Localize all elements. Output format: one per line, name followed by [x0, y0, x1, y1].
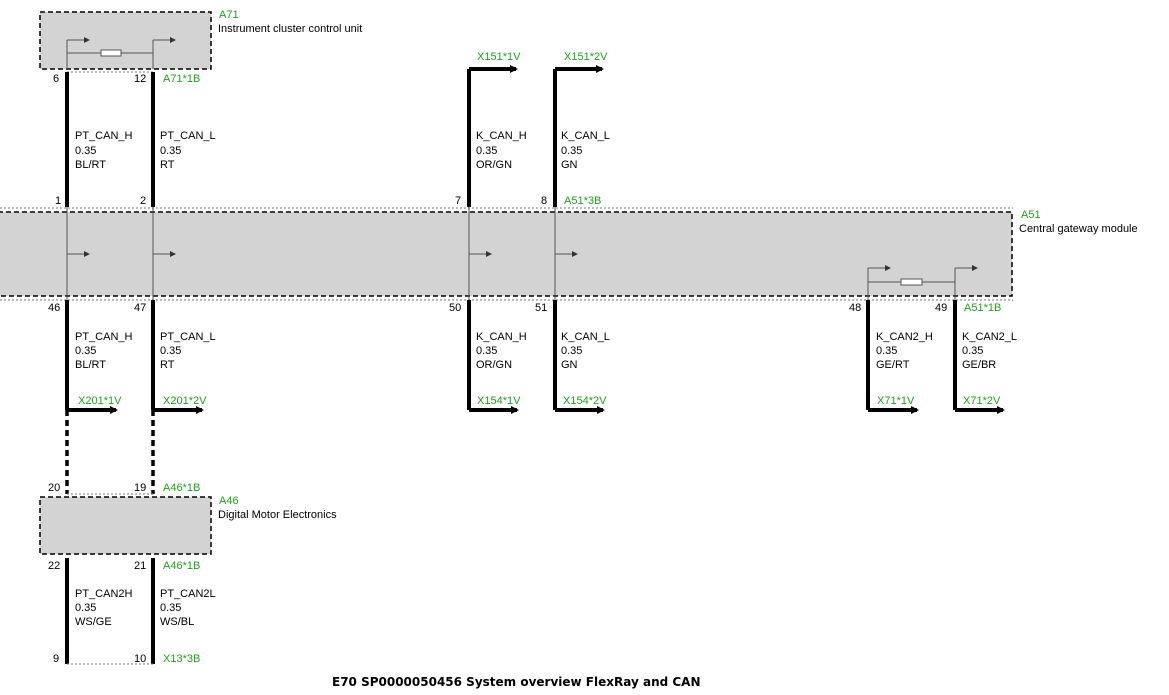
pin-label: 21 — [134, 560, 146, 572]
pin-label: 10 — [134, 653, 146, 665]
wire-color-label: OR/GN — [476, 359, 512, 371]
a51-id-label: A51 — [1021, 209, 1041, 221]
pin-label: 1 — [55, 195, 61, 207]
a71-box[interactable] — [39, 11, 212, 70]
pin-label: 9 — [53, 653, 59, 665]
pin-label: 50 — [449, 302, 461, 314]
a71-name-label: Instrument cluster control unit — [218, 23, 362, 35]
reference-label[interactable]: X151*2V — [564, 51, 608, 63]
wire-signal-label: K_CAN_L — [561, 331, 610, 343]
pin-label: 49 — [935, 302, 947, 314]
a51-box[interactable] — [0, 211, 1013, 297]
pin-label: 48 — [849, 302, 861, 314]
reference-label[interactable]: X154*2V — [563, 395, 607, 407]
wire-size-label: 0.35 — [476, 345, 497, 357]
wire-signal-label: K_CAN_H — [476, 130, 527, 142]
a51-name-label: Central gateway module — [1019, 223, 1138, 235]
wire-color-label: GN — [561, 359, 578, 371]
wire-color-label: WS/GE — [75, 616, 112, 628]
a51-central-gateway[interactable]: A51 Central gateway module — [0, 207, 1138, 301]
a46-id-label: A46 — [219, 495, 239, 507]
wire-signal-label: PT_CAN2L — [160, 588, 216, 600]
wire-size-label: 0.35 — [962, 345, 983, 357]
wire-color-label: RT — [160, 359, 175, 371]
wire-size-label: 0.35 — [75, 145, 96, 157]
a51-connector-bottom-label: A51*1B — [964, 302, 1001, 314]
reference-label[interactable]: X201*1V — [78, 395, 122, 407]
wire-signal-label: PT_CAN_L — [160, 331, 216, 343]
wire-color-label: RT — [160, 159, 175, 171]
a46-name-label: Digital Motor Electronics — [218, 509, 337, 521]
wire-size-label: 0.35 — [160, 145, 181, 157]
wire-color-label: GN — [561, 159, 578, 171]
wire-color-label: WS/BL — [160, 616, 194, 628]
pin-label: 6 — [53, 73, 59, 85]
wire-signal-label: PT_CAN_H — [75, 130, 133, 142]
a46-digital-motor-electronics[interactable]: A46 Digital Motor Electronics — [39, 495, 337, 555]
wire-size-label: 0.35 — [75, 345, 96, 357]
pin-label: 2 — [140, 195, 146, 207]
wire-size-label: 0.35 — [75, 602, 96, 614]
a71-instrument-cluster[interactable]: A71 Instrument cluster control unit — [39, 9, 362, 70]
pin-label: 7 — [455, 195, 461, 207]
wire-signal-label: PT_CAN2H — [75, 588, 133, 600]
wire-size-label: 0.35 — [561, 345, 582, 357]
a51-terminating-resistor-icon — [900, 278, 923, 286]
wire-signal-label: K_CAN2_H — [876, 331, 933, 343]
pin-label: 8 — [541, 195, 547, 207]
reference-label[interactable]: X71*2V — [963, 395, 1001, 407]
wire-color-label: OR/GN — [476, 159, 512, 171]
a71-id-label: A71 — [219, 9, 239, 21]
reference-label[interactable]: X154*1V — [477, 395, 521, 407]
pin-label: 46 — [48, 302, 60, 314]
a51-connector-top-label: A51*3B — [564, 195, 601, 207]
wire-signal-label: PT_CAN_L — [160, 130, 216, 142]
wire-size-label: 0.35 — [160, 602, 181, 614]
pin-label: 12 — [134, 73, 146, 85]
wire-signal-label: K_CAN_H — [476, 331, 527, 343]
wire-signal-label: K_CAN2_L — [962, 331, 1017, 343]
a71-terminating-resistor-icon — [100, 49, 122, 57]
wire-signal-label: PT_CAN_H — [75, 331, 133, 343]
reference-label[interactable]: X201*2V — [163, 395, 207, 407]
wire-size-label: 0.35 — [160, 345, 181, 357]
pin-label: 20 — [48, 482, 60, 494]
a46-connector-top-label: A46*1B — [163, 482, 200, 494]
reference-label[interactable]: X71*1V — [877, 395, 915, 407]
pin-label: 47 — [134, 302, 146, 314]
x13-connector-label: X13*3B — [163, 653, 200, 665]
wire-signal-label: K_CAN_L — [561, 130, 610, 142]
a46-box[interactable] — [39, 496, 212, 555]
wire-size-label: 0.35 — [476, 145, 497, 157]
reference-label[interactable]: X151*1V — [477, 51, 521, 63]
wire-color-label: BL/RT — [75, 159, 106, 171]
wire-size-label: 0.35 — [561, 145, 582, 157]
wire-size-label: 0.35 — [876, 345, 897, 357]
wire-color-label: GE/RT — [876, 359, 910, 371]
wire-label-group: PT_CAN_H 0.35 BL/RT PT_CAN_L 0.35 RT — [75, 130, 216, 171]
pin-label: 51 — [535, 302, 547, 314]
pin-label: 22 — [48, 560, 60, 572]
wire-color-label: BL/RT — [75, 359, 106, 371]
wire-color-label: GE/BR — [962, 359, 996, 371]
a71-connector-label: A71*1B — [163, 73, 200, 85]
pin-label: 19 — [134, 482, 146, 494]
diagram-title: E70 SP0000050456 System overview FlexRay… — [332, 675, 701, 689]
a46-connector-bottom-label: A46*1B — [163, 560, 200, 572]
